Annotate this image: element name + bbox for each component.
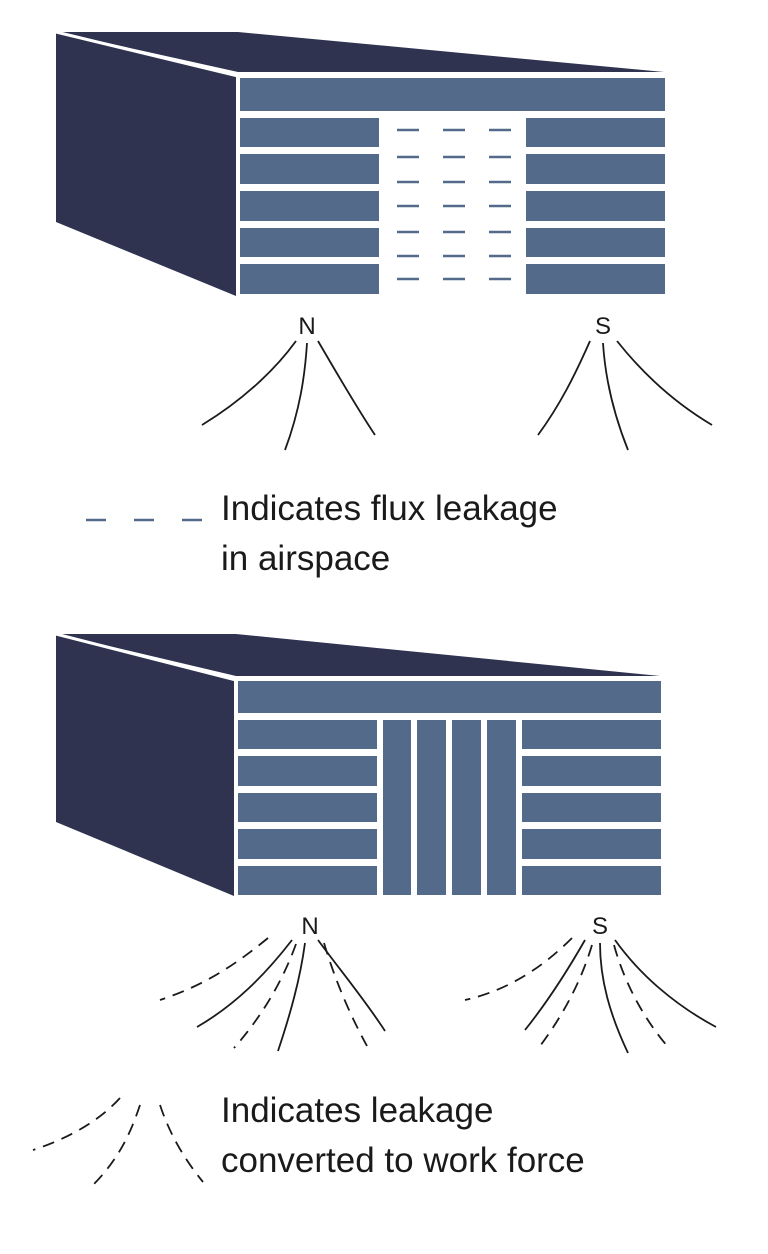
magnet-top-edge <box>55 30 239 78</box>
north-work-force-lines <box>159 937 368 1049</box>
field-line <box>277 942 306 1052</box>
lamination-bar <box>526 154 665 184</box>
legend-work-force: Indicates leakage converted to work forc… <box>32 1091 585 1187</box>
lamination-bar <box>526 118 665 147</box>
work-force-line <box>233 943 297 1049</box>
field-line <box>524 939 586 1031</box>
legend-text: in airspace <box>221 539 390 578</box>
lamination-bar <box>238 756 377 786</box>
south-field-lines <box>524 939 717 1054</box>
lamination-bar <box>238 829 377 859</box>
legend-work-force-line <box>32 1097 121 1151</box>
legend-flux-leakage: Indicates flux leakage in airspace <box>86 489 558 578</box>
field-line <box>201 340 297 426</box>
lamination-bar <box>240 118 379 147</box>
north-pole-label: N <box>301 913 318 940</box>
field-line <box>616 340 713 426</box>
legend-text: converted to work force <box>221 1141 585 1180</box>
magnet-top: N S <box>55 30 713 451</box>
field-line <box>196 939 293 1028</box>
vertical-bridge-bar <box>487 720 516 895</box>
lamination-bar <box>238 793 377 822</box>
lamination-bar <box>240 154 379 184</box>
lamination-bar <box>240 191 379 221</box>
legend-work-force-line <box>159 1104 204 1183</box>
south-field-lines <box>537 340 713 451</box>
work-force-line <box>464 937 573 1001</box>
lamination-bar <box>526 264 665 294</box>
work-force-line <box>159 937 269 1001</box>
field-line <box>602 342 629 451</box>
lamination-bar <box>522 756 661 786</box>
legend-work-force-sample <box>32 1097 204 1187</box>
magnet-bottom-top-face <box>58 634 660 676</box>
field-line <box>599 942 629 1054</box>
vertical-bridge-bar <box>452 720 481 895</box>
magnet-bottom: N S <box>55 632 717 1054</box>
lamination-bar <box>240 78 665 111</box>
legend-work-force-line <box>91 1104 141 1187</box>
field-line <box>317 340 376 436</box>
work-force-line <box>536 944 593 1051</box>
lamination-bar <box>238 866 377 895</box>
lamination-bar <box>522 866 661 895</box>
lamination-bar <box>240 228 379 257</box>
vertical-bridge-bar <box>417 720 446 895</box>
south-pole-label: S <box>595 313 611 340</box>
lamination-bar <box>526 191 665 221</box>
legend-text: Indicates flux leakage <box>221 489 558 528</box>
lamination-bar <box>238 681 661 713</box>
north-pole-label: N <box>298 313 315 340</box>
field-line <box>537 340 591 436</box>
legend-text: Indicates leakage <box>221 1091 493 1130</box>
lamination-bar <box>522 720 661 749</box>
lamination-bar <box>526 228 665 257</box>
magnet-top-side-face <box>56 32 236 296</box>
north-field-lines <box>196 939 386 1052</box>
field-line <box>284 342 308 451</box>
north-field-lines <box>201 340 376 451</box>
lamination-bar <box>240 264 379 294</box>
south-work-force-lines <box>464 937 669 1051</box>
magnet-top-front-face <box>240 78 665 294</box>
magnet-bottom-side-face <box>56 634 234 896</box>
lamination-bar <box>238 720 377 749</box>
field-line <box>614 939 717 1028</box>
south-pole-label: S <box>592 913 608 940</box>
magnet-top-top-face <box>58 32 664 72</box>
magnet-bottom-edge <box>55 632 237 682</box>
magnet-bottom-front-face <box>238 681 661 895</box>
airspace-flux-dashes <box>397 128 511 281</box>
lamination-bar <box>522 829 661 859</box>
vertical-bridge-bar <box>383 720 411 895</box>
work-force-line <box>613 944 669 1048</box>
work-force-line <box>323 942 368 1047</box>
lamination-bar <box>522 793 661 822</box>
